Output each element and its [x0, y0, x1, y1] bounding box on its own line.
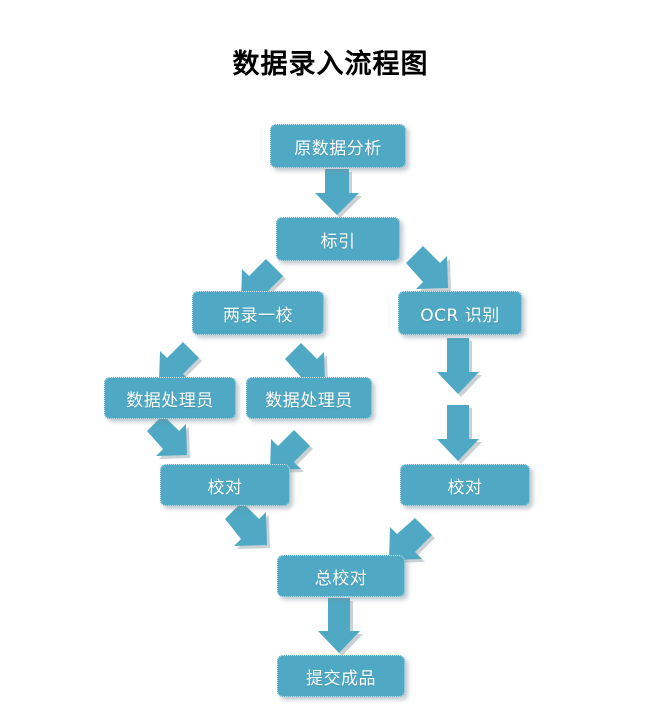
node-label: 原数据分析 [294, 138, 382, 159]
node-label: 总校对 [314, 568, 368, 589]
arrow-downright-n5-n7 [147, 415, 190, 459]
node-两录一校[interactable]: 两录一校 [192, 291, 324, 335]
node-label: 标引 [320, 231, 356, 252]
node-总校对[interactable]: 总校对 [277, 555, 405, 597]
node-校对-right[interactable]: 校对 [400, 464, 530, 506]
arrow-down-mid-n8 [437, 405, 482, 464]
node-label: 校对 [207, 477, 243, 498]
node-标引[interactable]: 标引 [276, 217, 400, 261]
node-label: 两录一校 [223, 305, 293, 326]
node-原数据分析[interactable]: 原数据分析 [270, 124, 406, 168]
node-校对-left[interactable]: 校对 [160, 464, 290, 506]
node-label: 提交成品 [306, 668, 376, 689]
arrow-downright-n7-n9 [225, 502, 270, 549]
node-提交成品[interactable]: 提交成品 [277, 655, 405, 697]
page-title: 数据录入流程图 [232, 49, 429, 80]
node-数据处理员-left[interactable]: 数据处理员 [104, 377, 236, 419]
arrow-down-n9-n10 [318, 598, 363, 656]
node-数据处理员-right[interactable]: 数据处理员 [246, 377, 372, 419]
arrow-down-n4-mid [437, 338, 482, 397]
node-label: OCR 识别 [420, 305, 500, 326]
node-label: 校对 [447, 477, 483, 498]
arrow-downright-n2-n4 [406, 246, 451, 292]
node-label: 数据处理员 [126, 390, 214, 411]
node-ocr-识别[interactable]: OCR 识别 [398, 291, 522, 335]
node-label: 数据处理员 [265, 390, 353, 411]
arrow-down-n1-n2 [315, 169, 362, 218]
